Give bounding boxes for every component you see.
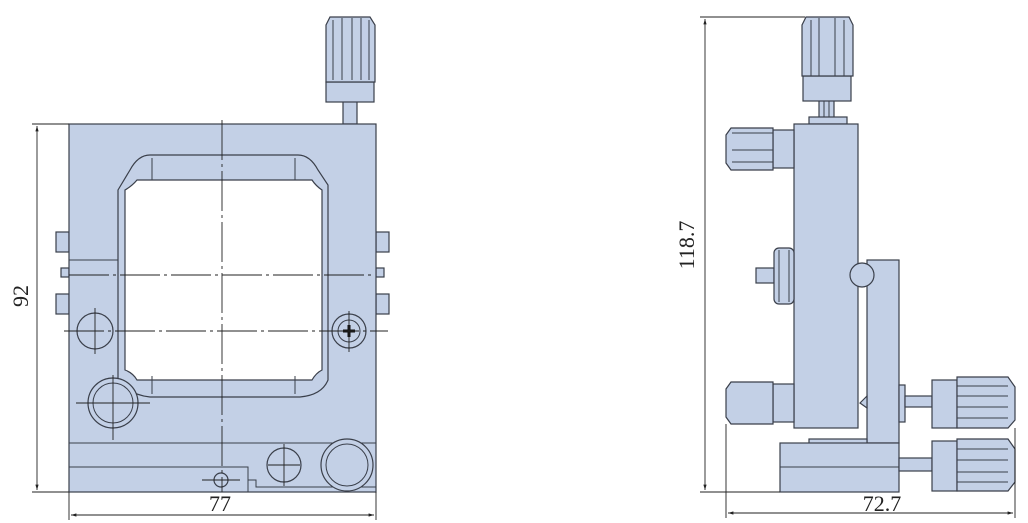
side-width-dimension-label: 72.7 [863,491,902,516]
dimension-77: 77 [68,491,377,520]
height-dimension-label: 92 [8,285,33,307]
side-height-dimension-label: 118.7 [674,221,699,270]
top-knob [325,16,376,125]
middle-lock-screw [755,247,795,305]
upper-left-knob [725,127,795,171]
ball-bearing [849,262,875,288]
lower-left-knob [725,381,795,425]
center-lines [64,120,388,492]
right-arm [866,259,900,444]
dimension-72-7: 72.7 [725,424,1016,518]
right-lower-knob [898,438,1016,492]
main-column [793,123,859,429]
dimension-92: 92 [8,123,69,493]
front-view: 92 77 [8,16,390,520]
right-upper-knob [898,376,1016,429]
aperture [117,154,329,398]
top-knob [801,16,854,125]
dimension-118-7: 118.7 [674,16,805,493]
width-dimension-label: 77 [209,491,231,516]
side-view: 118.7 72.7 [674,16,1016,518]
